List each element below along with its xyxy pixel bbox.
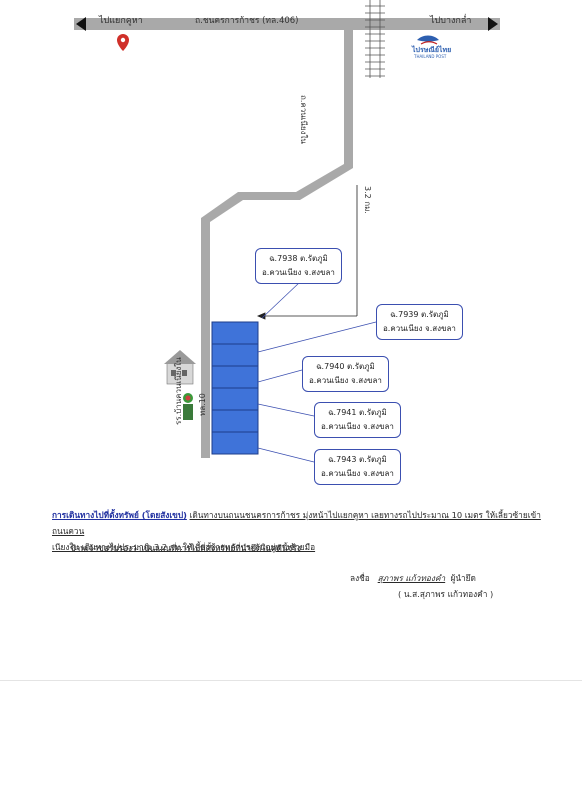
land-parcel — [211, 387, 259, 411]
post-logo-subtext: THAILAND POST — [414, 54, 447, 59]
arrow-left-icon — [76, 17, 86, 31]
callout-leader-line — [257, 403, 315, 417]
main-road-label: ถ.ชนครการก้าชร (ทล.406) — [195, 16, 299, 26]
direction-right-label: ไปบางกล่ำ — [430, 16, 472, 26]
parcel-callout: ฉ.7941 ต.รัตภูมิอ.ควนเนียง จ.สงขลา — [314, 402, 401, 438]
callout-leaders — [257, 281, 377, 463]
land-parcel — [211, 321, 259, 345]
callout-leader-line — [257, 369, 303, 383]
parcel-callout: ฉ.7939 ต.รัตภูมิอ.ควนเนียง จ.สงขลา — [376, 304, 463, 340]
parcel-callout: ฉ.7938 ต.รัตภูมิอ.ควนเนียง จ.สงขลา — [255, 248, 342, 284]
parcel-callout: ฉ.7943 ต.รัตภูมิอ.ควนเนียง จ.สงขลา — [314, 449, 401, 485]
callout-leader-line — [257, 321, 377, 353]
land-parcel — [211, 343, 259, 367]
signature-line: ลงชื่อ สุภาพร แก้วทองคำ ผู้นำยึด — [350, 573, 476, 583]
directions-heading: การเดินทางไปที่ตั้งทรัพย์ (โดยสังเขป) — [52, 510, 187, 520]
post-logo-text: ไปรษณีย์ไทย — [412, 46, 452, 54]
directions-paragraph: การเดินทางไปที่ตั้งทรัพย์ (โดยสังเขป) เด… — [52, 507, 542, 555]
certification-text: ข้าพเจ้าขอรับรองว่าเป็นแผนที่การไปที่ตั้… — [70, 543, 301, 553]
direction-left-label: ไปแยกคูหา — [99, 16, 143, 26]
page-divider — [0, 680, 582, 681]
map-pin-icon — [117, 34, 129, 51]
thailand-post-logo — [417, 35, 439, 45]
directions-line-2: เนียงใน เดินทางไปประมาณ 3.2 กม.ให้เลี้ยว… — [52, 542, 316, 552]
land-parcel — [211, 409, 259, 433]
school-building-icon — [164, 350, 196, 420]
land-parcels — [211, 321, 259, 455]
land-parcel — [211, 431, 259, 455]
directions-line-1: เดินทางบนถนนชนครการก้าชร มุ่งหน้าไปแยกคู… — [52, 510, 541, 536]
road-sign-number: ทล.10 — [198, 393, 207, 416]
distance-label: 3.2 กม. — [363, 186, 372, 214]
callout-leader-line — [257, 447, 315, 463]
location-map — [74, 0, 500, 463]
side-road-label: ถ.ควนเนียงใน — [299, 95, 308, 144]
main-road — [74, 18, 500, 30]
land-parcel — [211, 365, 259, 389]
arrow-right-icon — [488, 17, 498, 31]
railway-track — [365, 0, 385, 78]
parcel-callout: ฉ.7940 ต.รัตภูมิอ.ควนเนียง จ.สงขลา — [302, 356, 389, 392]
callout-leader-line — [261, 281, 301, 319]
distance-indicator — [256, 185, 358, 320]
signature-printed-name: ( น.ส.สุภาพร แก้วทองคำ ) — [398, 589, 494, 599]
school-label: รร.บ้านควนเนียงใน — [174, 357, 183, 425]
signature-name: สุภาพร แก้วทองคำ — [377, 573, 446, 583]
